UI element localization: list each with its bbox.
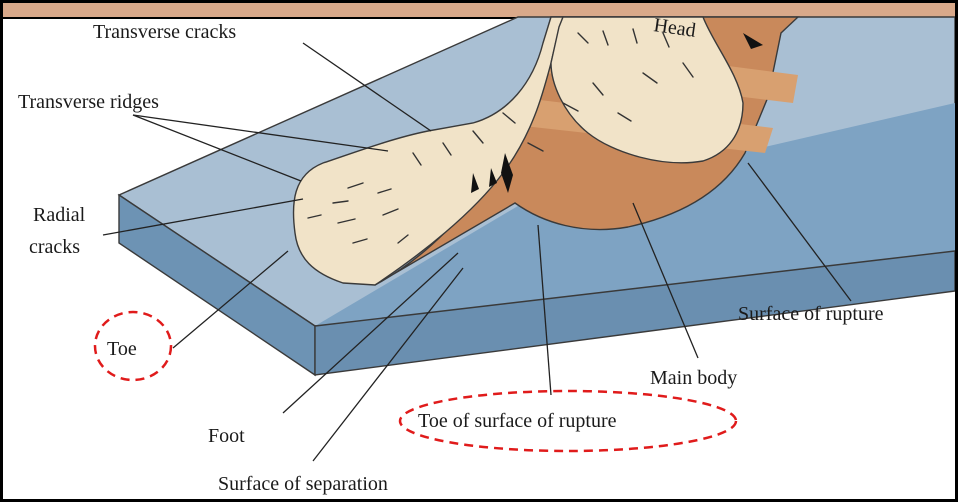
label-transverse-ridges: Transverse ridges — [18, 91, 159, 113]
label-main-body: Main body — [650, 367, 737, 389]
label-radial-cracks-line1: Radial — [33, 204, 86, 226]
label-surface-of-rupture: Surface of rupture — [738, 303, 884, 325]
label-radial-cracks-line2: cracks — [29, 236, 80, 258]
label-toe-of-surface-of-rupture: Toe of surface of rupture — [418, 410, 617, 432]
label-surface-of-separation: Surface of separation — [218, 473, 388, 495]
label-transverse-cracks: Transverse cracks — [93, 21, 236, 43]
label-foot: Foot — [208, 425, 245, 447]
landslide-diagram: Head Transverse cracks Transverse ridges… — [3, 3, 955, 499]
label-toe: Toe — [107, 338, 137, 360]
